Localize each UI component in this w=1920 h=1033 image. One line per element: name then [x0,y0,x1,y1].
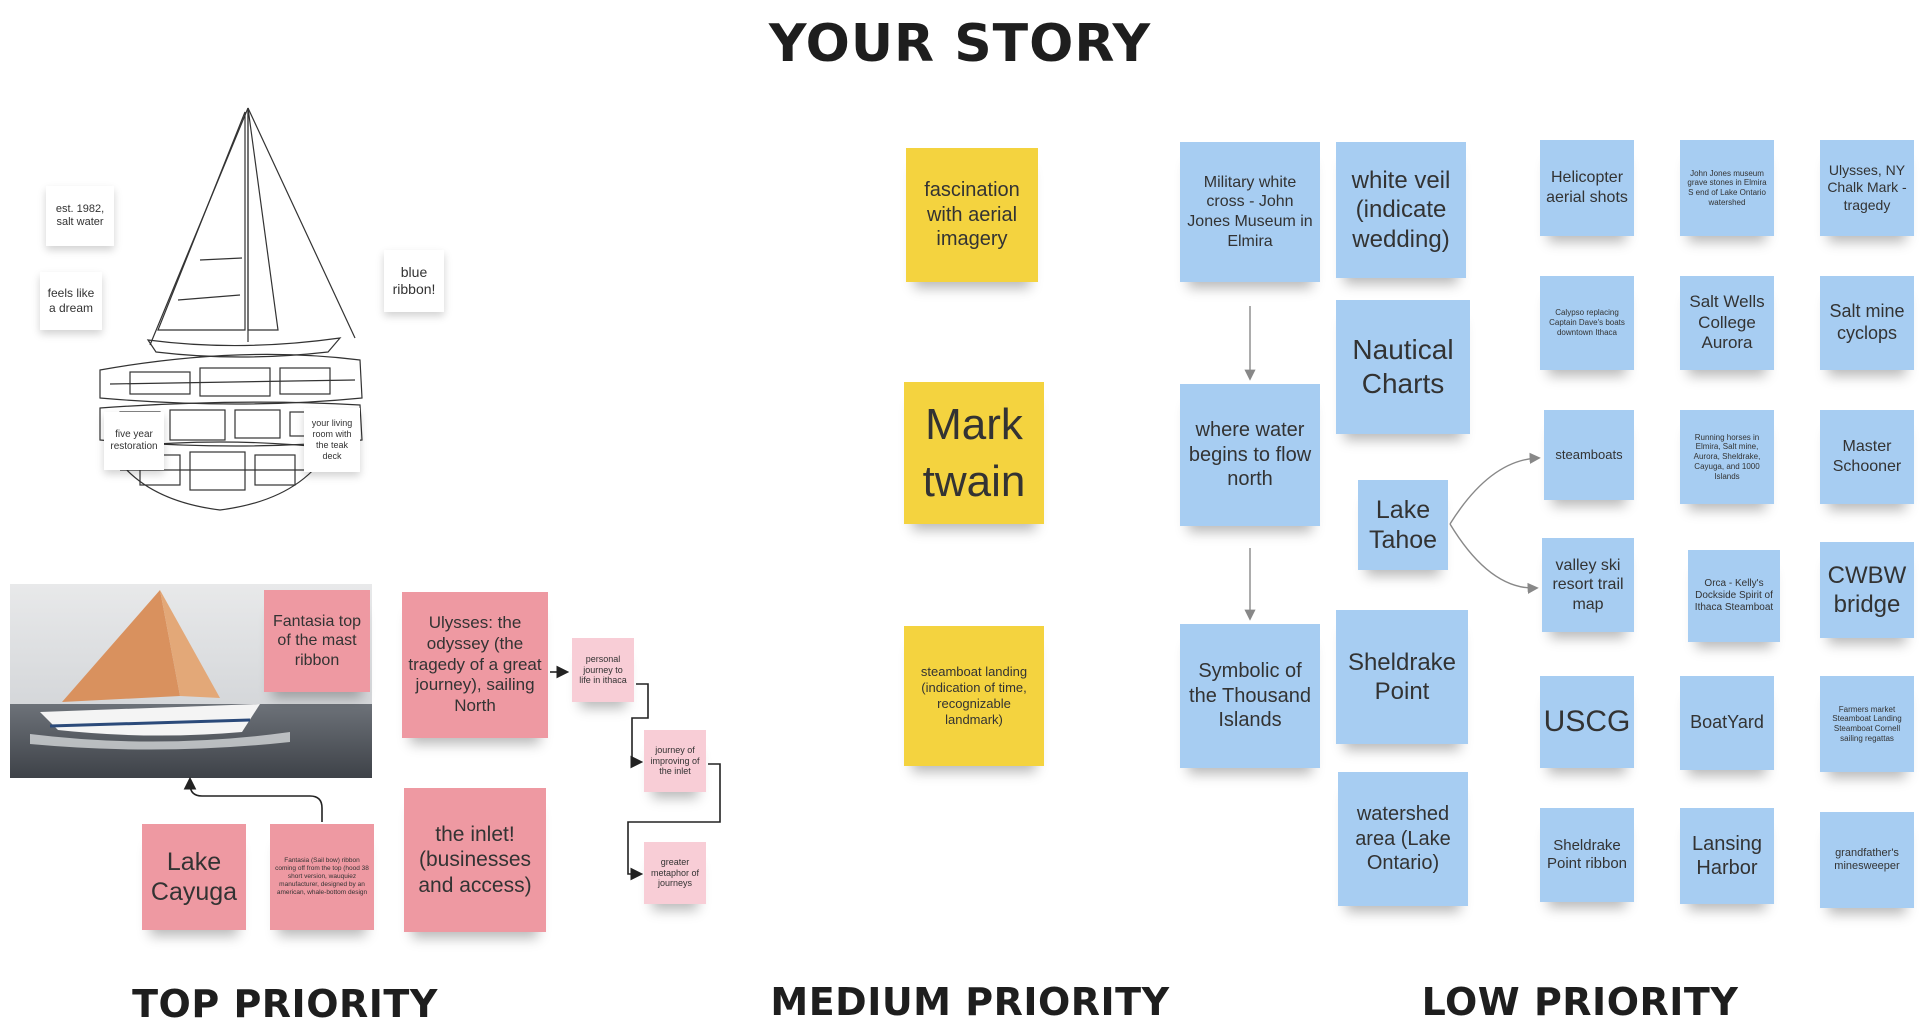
note-valley-ski-resort[interactable]: valley ski resort trail map [1542,538,1634,632]
note-ulysses-ny-chalk[interactable]: Ulysses, NY Chalk Mark - tragedy [1820,140,1914,236]
note-lake-cayuga[interactable]: Lake Cayuga [142,824,246,930]
note-running-horses[interactable]: Running horses in Elmira, Salt mine, Aur… [1680,410,1774,504]
note-water-flow-north[interactable]: where water begins to flow north [1180,384,1320,526]
note-sheldrake-point[interactable]: Sheldrake Point [1336,610,1468,744]
note-lake-tahoe[interactable]: Lake Tahoe [1358,480,1448,570]
section-low-priority: LOW PRIORITY [1421,980,1739,1024]
note-calypso[interactable]: Calypso replacing Captain Dave's boats d… [1540,276,1634,370]
note-blue-ribbon[interactable]: blue ribbon! [384,250,444,312]
note-steamboat-landing[interactable]: steamboat landing (indication of time, r… [904,626,1044,766]
note-sheldrake-point-ribbon[interactable]: Sheldrake Point ribbon [1540,808,1634,902]
section-top-priority: TOP PRIORITY [132,982,438,1026]
note-farmers-market[interactable]: Farmers market Steamboat Landing Steambo… [1820,676,1914,772]
note-salt-wells-college[interactable]: Salt Wells College Aurora [1680,276,1774,370]
note-feels-like-dream[interactable]: feels like a dream [40,272,102,330]
note-master-schooner[interactable]: Master Schooner [1820,410,1914,504]
note-five-year-restoration[interactable]: five year restoration [104,412,164,470]
note-grandfathers-minesweeper[interactable]: grandfather's minesweeper [1820,812,1914,908]
note-white-veil[interactable]: white veil (indicate wedding) [1336,142,1466,278]
note-steamboats[interactable]: steamboats [1544,410,1634,500]
note-boatyard[interactable]: BoatYard [1680,676,1774,770]
note-salt-mine-cyclops[interactable]: Salt mine cyclops [1820,276,1914,370]
note-cwbw-bridge[interactable]: CWBW bridge [1820,542,1914,638]
note-helicopter-aerial[interactable]: Helicopter aerial shots [1540,140,1634,236]
section-medium-priority: MEDIUM PRIORITY [770,980,1170,1024]
board-title: YOUR STORY [768,14,1152,74]
note-mark-twain[interactable]: Mark twain [904,382,1044,524]
note-nautical-charts[interactable]: Nautical Charts [1336,300,1470,434]
note-living-room[interactable]: your living room with the teak deck [304,408,360,472]
note-the-inlet[interactable]: the inlet! (businesses and access) [404,788,546,932]
note-uscg[interactable]: USCG [1540,676,1634,768]
note-ulysses-odyssey[interactable]: Ulysses: the odyssey (the tragedy of a g… [402,592,548,738]
note-lansing-harbor[interactable]: Lansing Harbor [1680,808,1774,904]
note-thousand-islands[interactable]: Symbolic of the Thousand Islands [1180,624,1320,768]
note-greater-metaphor[interactable]: greater metaphor of journeys [644,842,706,904]
note-journey-improving-inlet[interactable]: journey of improving of the inlet [644,730,706,792]
note-aerial-imagery[interactable]: fascination with aerial imagery [906,148,1038,282]
note-orca-kellys[interactable]: Orca - Kelly's Dockside Spirit of Ithaca… [1688,550,1780,642]
note-john-jones-museum[interactable]: John Jones museum grave stones in Elmira… [1680,140,1774,236]
note-watershed-area[interactable]: watershed area (Lake Ontario) [1338,772,1468,906]
note-military-white-cross[interactable]: Military white cross - John Jones Museum… [1180,142,1320,282]
note-est-1982[interactable]: est. 1982, salt water [46,186,114,246]
note-fantasia-mast-ribbon[interactable]: Fantasia top of the mast ribbon [264,590,370,692]
note-fantasia-sail-bow[interactable]: Fantasia (Sail bow) ribbon coming off fr… [270,824,374,930]
note-personal-journey[interactable]: personal journey to life in ithaca [572,638,634,702]
